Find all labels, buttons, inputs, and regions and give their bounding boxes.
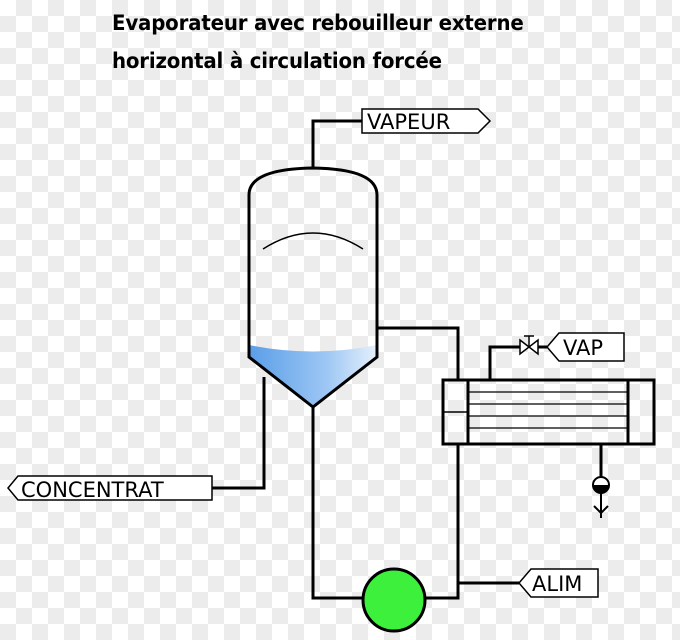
evaporator-vessel [247,166,379,409]
vapeur-tag: VAPEUR [361,108,492,134]
steam-valve-icon[interactable] [519,335,539,356]
concentrate-pipe [212,377,266,490]
circulation-pump-icon[interactable] [361,567,427,633]
diagram-title: Evaporateur avec rebouilleur externe hor… [112,5,627,81]
vessel-body [247,166,379,409]
liquid-fill [249,345,377,407]
vapour-outlet-pipe [311,119,362,168]
title-line-2: horizontal à circulation forcée [112,49,442,74]
reboiler-shell [441,378,656,446]
steam-inlet-pipe [488,345,520,380]
vapeur-label: VAPEUR [367,110,450,134]
title-line-1: Evaporateur avec rebouilleur externe [112,11,524,36]
demister-arc [262,232,364,250]
alim-tag: ALIM [518,568,599,598]
horizontal-reboiler [441,378,656,446]
pump-discharge-pipe [425,445,460,600]
reboiler-return-pipe [377,326,460,380]
vap-label: VAP [563,336,603,360]
steam-trap-icon [592,476,610,518]
piping [212,119,603,600]
recirculation-pipe [311,407,363,600]
concentrat-tag: CONCENTRAT [7,475,213,502]
alim-label: ALIM [532,572,582,596]
concentrat-label: CONCENTRAT [21,478,164,502]
vap-tag: VAP [546,332,625,362]
